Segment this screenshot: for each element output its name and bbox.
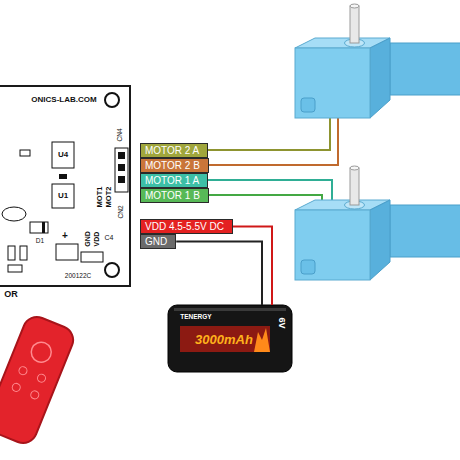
capacity-text: 3000mAh (195, 333, 253, 346)
pcb-board (0, 85, 131, 287)
mount-hole (105, 93, 119, 107)
ic-outline (52, 142, 74, 168)
diode-symbol (30, 222, 48, 233)
brand-name: TENERGY (180, 314, 211, 321)
signal-tag: MOTOR 2 B (140, 158, 209, 173)
tag-text: MOTOR 2 A (145, 144, 199, 157)
pad (59, 174, 67, 179)
gear-motor (295, 166, 460, 280)
battery-label-strip (180, 326, 270, 352)
remote-body (0, 313, 77, 447)
power-tag: VDD 4.5-5.5V DC (140, 219, 233, 234)
pin (118, 152, 125, 159)
ic-outline (52, 184, 74, 208)
resistor-symbol (8, 246, 15, 260)
pin-name: MOT1 (96, 187, 104, 208)
power-wire (176, 242, 262, 306)
connector-outline (81, 252, 103, 262)
cropped-title: OR (4, 290, 18, 299)
remote-button (30, 390, 40, 400)
remote-control (0, 313, 77, 447)
part-name: U4 (58, 151, 68, 159)
connector-name: CN2 (118, 205, 125, 218)
battery-highlight (174, 308, 286, 311)
resistor-symbol (8, 265, 22, 272)
pcb-board: ONICS-LAB.COM CN4U4MOT1MOT2 U1CN2 + C4 GNDVDD… (0, 85, 131, 287)
tag-text: VDD 4.5-5.5V DC (145, 220, 224, 233)
voltage-text: 6V (277, 317, 286, 328)
pin (118, 164, 125, 171)
pin-name: MOT2 (105, 187, 113, 208)
part-name: C4 (105, 234, 114, 241)
tag-text: MOTOR 2 B (145, 159, 200, 172)
pin-name: VDD (93, 232, 100, 247)
pin (118, 176, 125, 183)
connector-name: CN4 (117, 128, 124, 141)
tag-text: MOTOR 1 B (145, 189, 200, 202)
remote-button (36, 373, 46, 383)
mount-hole (105, 263, 119, 277)
silkscreen-text: ONICS-LAB.COM (31, 96, 96, 104)
resistor-symbol (20, 150, 30, 156)
connector-outline (115, 148, 128, 192)
remote-button (11, 382, 21, 392)
resistor-symbol (20, 246, 27, 260)
polarity-mark: + (62, 231, 68, 241)
battery-pack (168, 305, 292, 372)
capacitor-outline (56, 244, 78, 260)
power-wire (233, 227, 272, 306)
diode-band (42, 222, 45, 233)
part-name: U1 (58, 192, 68, 200)
tag-text: MOTOR 1 A (145, 174, 199, 187)
tag-text: GND (145, 235, 167, 248)
signal-tag: MOTOR 1 A (140, 173, 208, 188)
gear-motor (295, 4, 460, 118)
pin-name: GND (84, 231, 91, 247)
signal-tag: MOTOR 1 B (140, 188, 209, 203)
signal-tag: MOTOR 2 A (140, 143, 208, 158)
battery-pack: TENERGY 3000mAh 6V (168, 305, 292, 372)
ground-tag: GND (140, 234, 176, 249)
remote-button (18, 365, 28, 375)
part-name: D1 (36, 238, 44, 245)
remote-button (28, 339, 54, 365)
flame-graphic (254, 328, 270, 352)
board-version: 200122C (65, 273, 91, 280)
crystal-outline (2, 207, 26, 221)
